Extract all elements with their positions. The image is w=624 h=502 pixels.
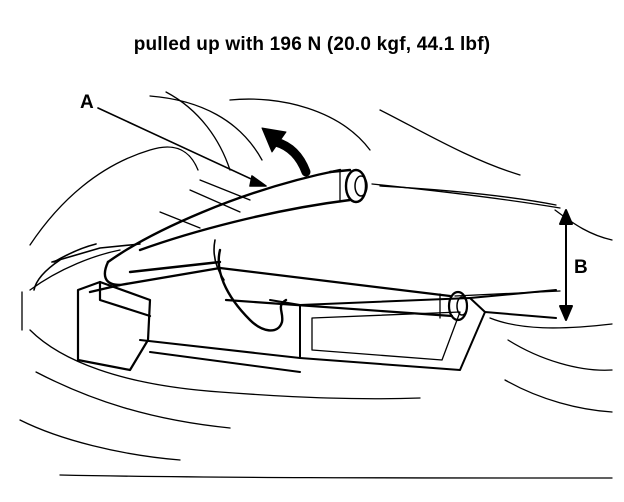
lever-base-boot [33,243,152,372]
callout-label-a: A [80,92,94,113]
lever-pulled-position [88,168,368,332]
diagram-caption: pulled up with 196 N (20.0 kgf, 44.1 lbf… [133,34,491,55]
callout-label-b: B [574,257,588,278]
dimension-b-arrow [559,209,573,321]
pull-direction-arrow [261,127,311,177]
lever-lower-position [218,266,469,322]
callout-a-leader [97,107,267,187]
measurement-reference-lines [371,183,561,297]
console-tray [139,289,557,373]
